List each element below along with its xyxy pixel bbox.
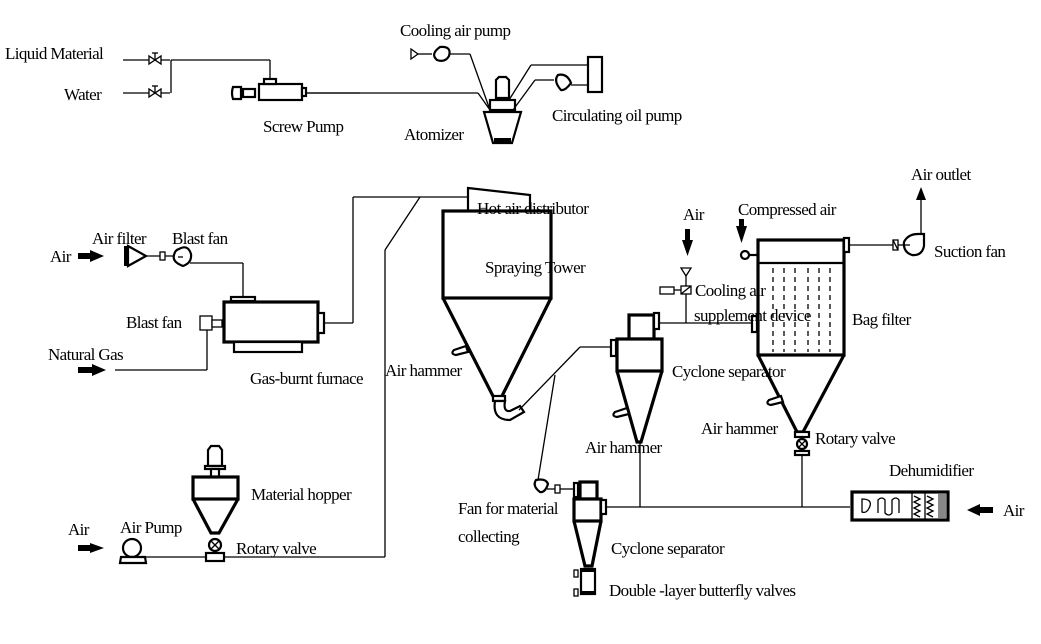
air-outlet-arrow-icon xyxy=(916,187,926,200)
air-pump-arrow-icon xyxy=(78,543,104,553)
label-rotary-valve-bag: Rotary valve xyxy=(815,429,895,448)
screw-pump-icon[interactable] xyxy=(230,77,360,102)
feed-section xyxy=(123,45,604,145)
butterfly-valves-icon[interactable] xyxy=(573,567,597,597)
label-compressed-air: Compressed air xyxy=(738,200,837,219)
compressed-air-arrow-icon xyxy=(736,219,758,261)
material-hopper-icon[interactable] xyxy=(191,444,240,535)
air-hammer-icon[interactable] xyxy=(612,406,631,419)
label-air-cooling: Air xyxy=(683,205,705,224)
label-fan-material-collecting-2: collecting xyxy=(458,527,520,546)
hot-air-section xyxy=(78,196,470,376)
label-blast-fan: Blast fan xyxy=(172,229,229,248)
label-blast-fan-gas: Blast fan xyxy=(126,313,183,332)
cyclone-separator-2-icon[interactable] xyxy=(572,480,608,568)
spraying-tower-section xyxy=(384,186,611,557)
label-cyclone-separator-2: Cyclone separator xyxy=(611,539,725,558)
labels: Liquid Material Water Screw Pump Cooling… xyxy=(5,21,1025,600)
air-inlet-arrow-icon xyxy=(78,250,104,262)
spraying-tower-icon[interactable] xyxy=(441,209,553,422)
cooling-air-pump-icon[interactable] xyxy=(410,45,491,111)
cooling-air-supplement-device[interactable] xyxy=(659,267,693,323)
label-air-hammer-tower: Air hammer xyxy=(385,361,463,380)
label-fan-material-collecting-1: Fan for material xyxy=(458,499,559,518)
material-collecting-fan-icon[interactable] xyxy=(533,478,574,494)
label-natural-gas: Natural Gas xyxy=(48,345,123,364)
natural-gas-arrow-icon xyxy=(78,364,106,376)
label-supplement-device: supplement device xyxy=(694,306,811,325)
gas-burnt-furnace-icon[interactable] xyxy=(222,295,326,354)
air-filter-icon[interactable] xyxy=(124,244,175,268)
label-air-pump-inlet: Air xyxy=(68,520,90,539)
cyclone-return-pipe xyxy=(537,374,556,481)
label-gas-burnt-furnace: Gas-burnt furnace xyxy=(250,369,363,388)
blast-fan-icon[interactable] xyxy=(172,246,244,298)
label-bag-filter: Bag filter xyxy=(852,310,912,329)
label-air-hammer-cyclone: Air hammer xyxy=(585,438,663,457)
atomizer-icon[interactable] xyxy=(482,75,523,145)
air-hammer-icon[interactable] xyxy=(766,394,785,407)
valve-icon[interactable] xyxy=(148,52,162,66)
hot-air-distributor-icon[interactable] xyxy=(466,186,532,210)
label-air-pump: Air Pump xyxy=(120,518,182,537)
label-dehumidifier: Dehumidifier xyxy=(889,461,974,480)
pump-to-atomizer-pipe-angled xyxy=(477,92,491,111)
valve-icon[interactable] xyxy=(148,85,162,99)
dehumidifier-air-arrow-icon xyxy=(967,504,993,516)
label-material-hopper: Material hopper xyxy=(251,485,352,504)
label-suction-fan: Suction fan xyxy=(934,242,1006,261)
suction-fan-icon[interactable] xyxy=(898,232,926,257)
label-air-hammer-bag: Air hammer xyxy=(701,419,779,438)
dehumidifier-icon[interactable] xyxy=(850,490,950,522)
damper-icon[interactable] xyxy=(892,239,899,251)
air-down-arrow-icon xyxy=(682,229,693,256)
label-liquid-material: Liquid Material xyxy=(5,44,104,63)
circulating-oil-pump-icon[interactable] xyxy=(508,55,604,111)
label-cooling-air: Cooling air xyxy=(695,281,766,300)
rotary-valve-icon[interactable] xyxy=(204,537,226,563)
label-cyclone-separator-1: Cyclone separator xyxy=(672,362,786,381)
air-pump-icon[interactable] xyxy=(118,537,148,565)
label-circulating-oil-pump: Circulating oil pump xyxy=(552,106,682,125)
label-rotary-valve-hopper: Rotary valve xyxy=(236,539,316,558)
label-air-dehumidifier: Air xyxy=(1003,501,1025,520)
label-screw-pump: Screw Pump xyxy=(263,117,344,136)
gas-blast-fan-icon[interactable] xyxy=(199,315,223,331)
label-atomizer: Atomizer xyxy=(404,125,464,144)
label-spraying-tower: Spraying Tower xyxy=(485,258,586,277)
label-air-outlet: Air outlet xyxy=(911,165,972,184)
label-water: Water xyxy=(64,85,102,104)
tower-to-cyclone-pipe xyxy=(518,346,581,411)
label-butterfly-valves: Double -layer butterfly valves xyxy=(609,581,795,600)
conveying-pipe-angled xyxy=(384,196,421,251)
label-air-filter: Air filter xyxy=(92,229,147,248)
air-hammer-icon[interactable] xyxy=(451,344,470,357)
label-air: Air xyxy=(50,247,72,266)
label-hot-air-distributor: Hot air distributor xyxy=(477,199,589,218)
rotary-valve-icon[interactable] xyxy=(793,430,811,457)
cyclone-separator-1-icon[interactable] xyxy=(609,311,664,444)
label-cooling-air-pump: Cooling air pump xyxy=(400,21,510,40)
